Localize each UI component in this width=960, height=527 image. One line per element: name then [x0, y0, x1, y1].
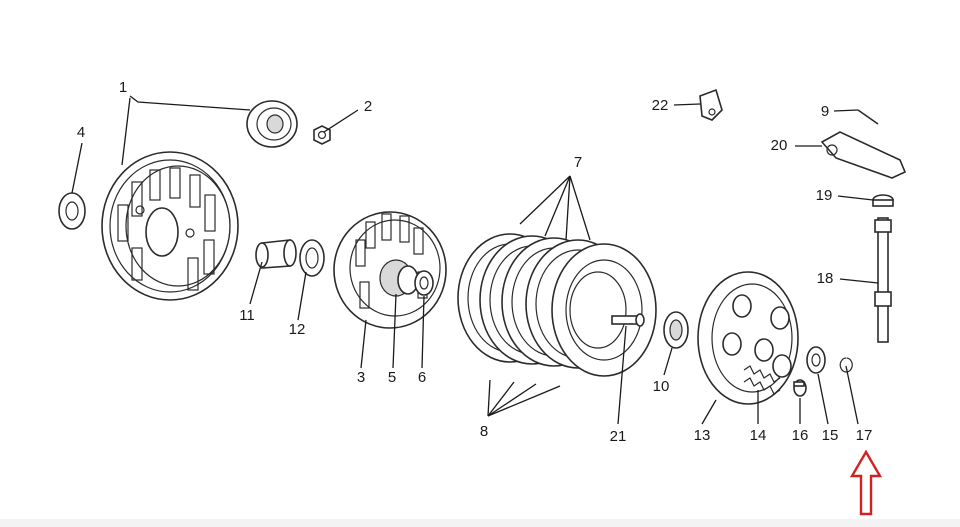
part-17-circlip: [839, 357, 853, 373]
callout-21: 21: [610, 428, 627, 445]
part-13-pressure-plate: [697, 271, 799, 405]
callout-6: 6: [418, 369, 426, 386]
part-7-8-plate-stack: [457, 233, 657, 377]
callout-19: 19: [816, 187, 833, 204]
part-11-bushing: [255, 239, 297, 269]
callout-17: 17: [856, 427, 873, 444]
part-19-seal: [872, 194, 894, 207]
part-9-screw: [857, 109, 879, 125]
up-arrow-icon: [849, 449, 883, 516]
part-14-springs: [743, 365, 781, 395]
part-22-bracket: [699, 88, 723, 121]
bottom-band: [0, 519, 960, 527]
callout-22: 22: [652, 97, 669, 114]
callout-3: 3: [357, 369, 365, 386]
leader-lines: [71, 95, 879, 425]
part-1-pinion-gear: [246, 100, 298, 148]
callout-16: 16: [792, 427, 809, 444]
callout-10: 10: [653, 378, 670, 395]
callout-18: 18: [817, 270, 834, 287]
callout-15: 15: [822, 427, 839, 444]
callout-14: 14: [750, 427, 767, 444]
callout-4: 4: [77, 124, 85, 141]
callout-13: 13: [694, 427, 711, 444]
callout-9: 9: [821, 103, 829, 120]
callout-11: 11: [239, 307, 255, 324]
part-2-nut: [313, 125, 331, 145]
callout-2: 2: [364, 98, 372, 115]
callout-5: 5: [388, 369, 396, 386]
part-21-push-rod: [611, 313, 645, 327]
callout-8: 8: [480, 423, 488, 440]
callout-7: 7: [574, 154, 582, 171]
part-3-clutch-hub: [333, 211, 447, 329]
part-12-thrust-washer: [299, 239, 325, 277]
part-15-washer: [806, 346, 826, 374]
part-16-bolt: [793, 379, 807, 397]
part-20-release-lever: [820, 131, 907, 179]
part-10-bearing: [663, 311, 689, 349]
part-18-release-shaft: [874, 217, 892, 343]
part-6-hub-nut: [414, 270, 434, 296]
part-4-washer: [58, 192, 86, 230]
part-1-clutch-basket: [101, 151, 239, 301]
callout-1: 1: [119, 79, 127, 96]
callout-20: 20: [771, 137, 788, 154]
callout-12: 12: [289, 321, 306, 338]
